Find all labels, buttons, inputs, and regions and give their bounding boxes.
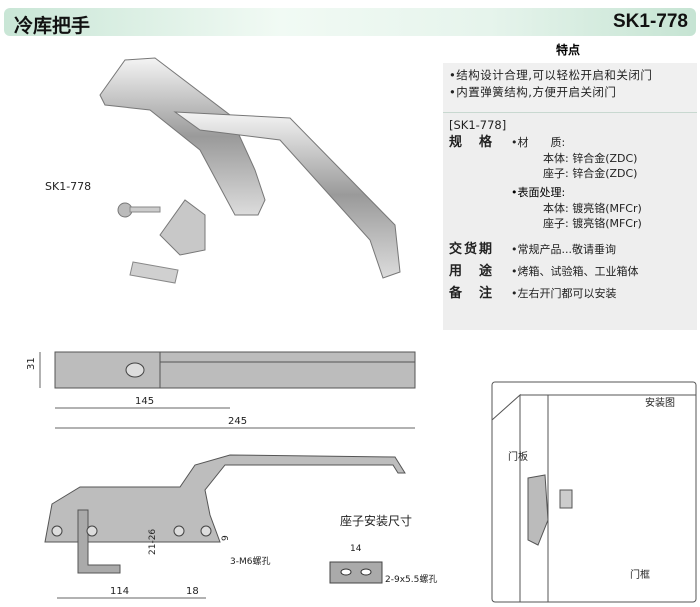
dim-31: 31 <box>26 357 37 370</box>
usage-value: •烤箱、试验箱、工业箱体 <box>511 265 639 278</box>
material-label: •材 质: <box>511 136 566 149</box>
usage-label: 用 途 <box>449 264 495 279</box>
dim-245: 245 <box>228 416 247 427</box>
feature-item: •内置弹簧结构,方便开启关闭门 <box>449 85 617 99</box>
surface-body: 本体: 镀亮铬(MFCr) <box>543 202 642 215</box>
holes-label: 3-M6螺孔 <box>230 556 270 567</box>
page-title: 冷库把手 <box>14 15 91 37</box>
photo-label: SK1-778 <box>45 180 92 193</box>
header-bar: 冷库把手 SK1-778 <box>4 8 696 37</box>
material-body: 本体: 锌合金(ZDC) <box>543 152 638 165</box>
surface-label: •表面处理: <box>511 186 566 199</box>
delivery-label: 交货期 <box>449 242 495 257</box>
product-photo <box>99 57 401 284</box>
dim-9: 9 <box>221 535 231 541</box>
surface-seat: 座子: 镀亮铬(MFCr) <box>543 217 642 230</box>
spec-label: 规 格 <box>449 135 495 150</box>
model-number: SK1-778 <box>613 11 688 32</box>
delivery-value: •常规产品...敬请垂询 <box>511 243 616 256</box>
seat-title: 座子安装尺寸 <box>340 513 412 528</box>
key-icon <box>117 202 161 218</box>
dim-145: 145 <box>135 396 154 407</box>
door-frame-label: 门框 <box>630 568 650 581</box>
note-value: •左右开门都可以安装 <box>511 287 617 300</box>
dim-21-26: 21-26 <box>148 529 158 555</box>
note-label: 备 注 <box>449 286 495 301</box>
install-title: 安装图 <box>645 396 675 409</box>
seat-dim-14: 14 <box>350 544 362 554</box>
model-tag: [SK1-778] <box>449 118 507 132</box>
material-seat: 座子: 锌合金(ZDC) <box>543 167 638 180</box>
seat-drawing: 座子安装尺寸 14 2-9x5.5螺孔 <box>329 513 437 585</box>
features-list: •结构设计合理,可以轻松开启和关闭门 •内置弹簧结构,方便开启关闭门 <box>443 63 697 113</box>
features-title: 特点 <box>556 43 581 57</box>
side-view-drawing: 21-26 9 3-M6螺孔 114 18 <box>44 454 406 599</box>
dim-114: 114 <box>110 586 129 597</box>
dim-18: 18 <box>186 586 199 597</box>
door-panel-label: 门板 <box>508 450 528 463</box>
top-view-drawing: 31 145 245 <box>26 351 416 429</box>
feature-item: •结构设计合理,可以轻松开启和关闭门 <box>449 68 653 82</box>
install-diagram: 安装图 门板 门框 <box>491 381 697 603</box>
seat-holes-label: 2-9x5.5螺孔 <box>385 574 437 585</box>
spec-panel: •结构设计合理,可以轻松开启和关闭门 •内置弹簧结构,方便开启关闭门 [SK1-… <box>443 63 697 330</box>
